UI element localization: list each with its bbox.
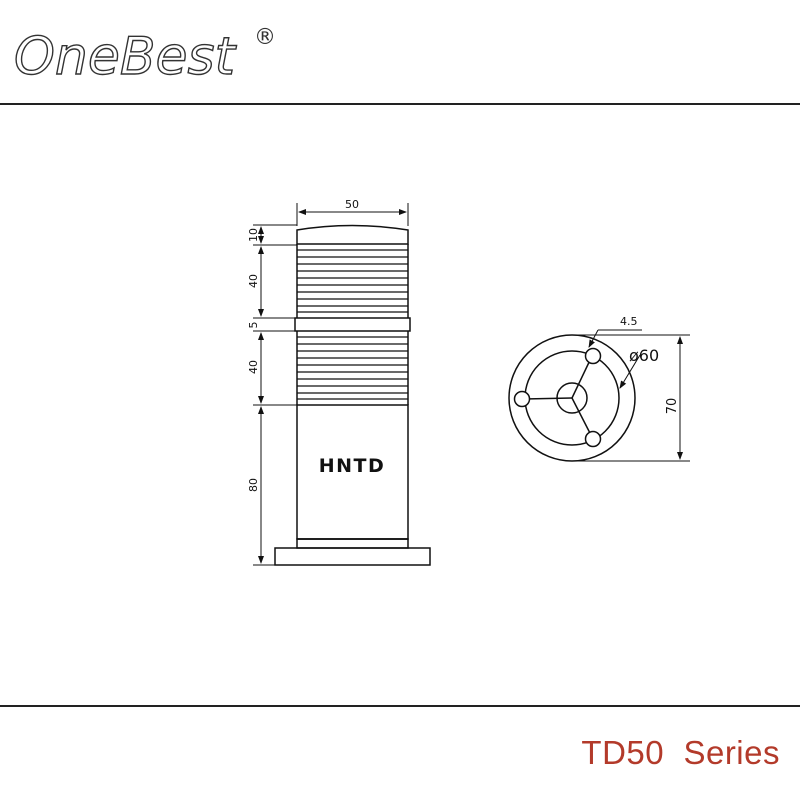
onebest-logo: OneBest ® xyxy=(13,25,276,88)
height-label-2: 40 xyxy=(247,274,260,288)
bottom-height-label: 70 xyxy=(665,398,680,415)
side-view xyxy=(274,224,431,566)
height-label-4: 40 xyxy=(247,360,260,374)
rib-lines xyxy=(297,249,408,400)
body-label: HNTD xyxy=(319,455,386,477)
bottom-view xyxy=(508,334,636,462)
width-label: 50 xyxy=(345,198,359,211)
series-label: TD50 Series xyxy=(581,734,780,771)
header-divider xyxy=(0,103,800,105)
height-label-5: 80 xyxy=(247,478,260,492)
height-dimensions xyxy=(253,224,297,566)
dimension-drawing: HNTD 50 10 40 5 40 80 xyxy=(247,198,690,566)
footer-divider xyxy=(0,705,800,707)
logo-text: OneBest xyxy=(14,27,237,87)
diameter-label: ø60 xyxy=(629,346,659,365)
height-label-3: 5 xyxy=(247,322,260,329)
height-label-1: 10 xyxy=(247,228,260,242)
width-dimension xyxy=(296,203,409,226)
registered-mark: ® xyxy=(254,25,276,50)
bottom-view-dimensions xyxy=(575,329,690,462)
hole-label: 4.5 xyxy=(620,315,638,328)
